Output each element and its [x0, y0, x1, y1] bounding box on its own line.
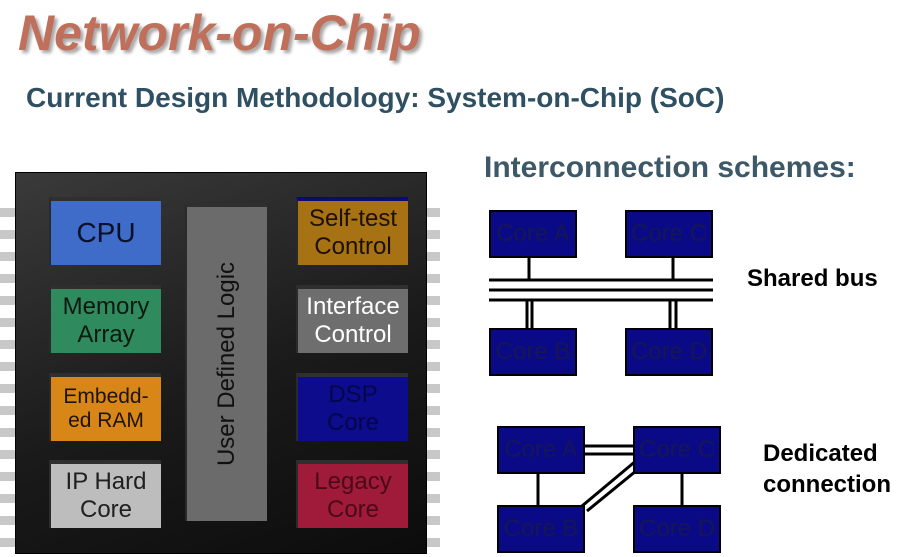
legacy-label-line2: Core: [326, 496, 380, 523]
dedicated-label-line1: Dedicated: [763, 440, 878, 467]
dedicated-core-a: Core A: [497, 426, 585, 474]
dedicated-label-line2: connection: [763, 471, 892, 499]
chip-pin: [424, 538, 440, 547]
shared-core-b: Core B: [489, 328, 577, 376]
legacy-label-line1: Legacy: [314, 468, 392, 496]
interface-label-line1: Interface: [306, 293, 400, 321]
chip-pin: [0, 450, 16, 459]
chip-pin: [0, 406, 16, 415]
ip-hard-label-line1: IP Hard: [65, 468, 147, 496]
dedicated-core-b: Core B: [497, 505, 585, 553]
shared-bus-label: Shared bus: [747, 265, 878, 292]
chip-pin: [0, 296, 16, 305]
chip-pin: [0, 274, 16, 283]
interface-control-block: Interface Control: [296, 285, 408, 353]
shared-core-a: Core A: [489, 210, 577, 258]
embedded-ram-block: Embedd- ed RAM: [49, 373, 161, 441]
chip-pin: [0, 230, 16, 239]
ip-hard-label-line2: Core: [79, 496, 133, 523]
self-test-control-block: Self-test Control: [296, 197, 408, 265]
memory-label-line2: Array: [77, 321, 135, 348]
page-title: Network-on-Chip: [18, 5, 421, 61]
self-test-label-line1: Self-test: [308, 205, 398, 233]
chip-pin: [0, 208, 16, 217]
chip-pin: [0, 252, 16, 261]
chip-pin: [424, 428, 440, 437]
dsp-label-line2: Core: [326, 409, 380, 436]
page-subtitle: Current Design Methodology: System-on-Ch…: [26, 82, 725, 113]
chip-pin: [424, 516, 440, 525]
chip-pin: [0, 362, 16, 371]
chip-pin: [0, 428, 16, 437]
chip-pin: [424, 472, 440, 481]
chip-pin: [0, 472, 16, 481]
dedicated-connection-label: Dedicated connection: [763, 438, 891, 500]
user-defined-logic-block: User Defined Logic: [185, 203, 267, 521]
dedicated-core-d: Core D: [633, 505, 721, 553]
cpu-label: CPU: [76, 216, 136, 248]
interconnection-title: Interconnection schemes:: [484, 151, 856, 184]
chip-pin: [424, 296, 440, 305]
chip-pins: [0, 170, 440, 555]
chip-pin: [424, 318, 440, 327]
shared-core-d: Core D: [625, 328, 713, 376]
shared-core-c: Core C: [625, 210, 713, 258]
chip-pin: [424, 494, 440, 503]
chip-pin: [424, 450, 440, 459]
chip-pin: [424, 340, 440, 349]
chip-pin: [0, 384, 16, 393]
dedicated-core-c: Core C: [633, 426, 721, 474]
chip-pin: [424, 362, 440, 371]
ram-label-line1: Embedd-: [63, 384, 149, 408]
chip-pin: [0, 538, 16, 547]
memory-label-line1: Memory: [62, 293, 150, 321]
dedicated-wires: [536, 444, 684, 513]
chip-pin: [424, 230, 440, 239]
chip-pin: [424, 252, 440, 261]
chip-pin: [424, 384, 440, 393]
dsp-core-block: DSP Core: [296, 373, 408, 441]
ip-hard-core-block: IP Hard Core: [49, 460, 161, 528]
soc-chip: CPU Memory Array Embedd- ed RAM IP Hard …: [16, 173, 426, 553]
dsp-label-line1: DSP: [328, 381, 378, 409]
self-test-label-line2: Control: [314, 233, 392, 260]
legacy-core-block: Legacy Core: [296, 460, 408, 528]
chip-pin: [0, 516, 16, 525]
chip-pin: [424, 208, 440, 217]
chip-pin: [0, 494, 16, 503]
chip-pin: [424, 274, 440, 283]
memory-array-block: Memory Array: [49, 285, 161, 353]
cpu-block: CPU: [49, 197, 161, 265]
chip-pin: [0, 318, 16, 327]
ram-label-line2: ed RAM: [68, 409, 144, 432]
chip-pin: [424, 406, 440, 415]
interface-label-line2: Control: [314, 321, 392, 348]
shared-bus-wires: [489, 256, 713, 330]
chip-pin: [0, 340, 16, 349]
